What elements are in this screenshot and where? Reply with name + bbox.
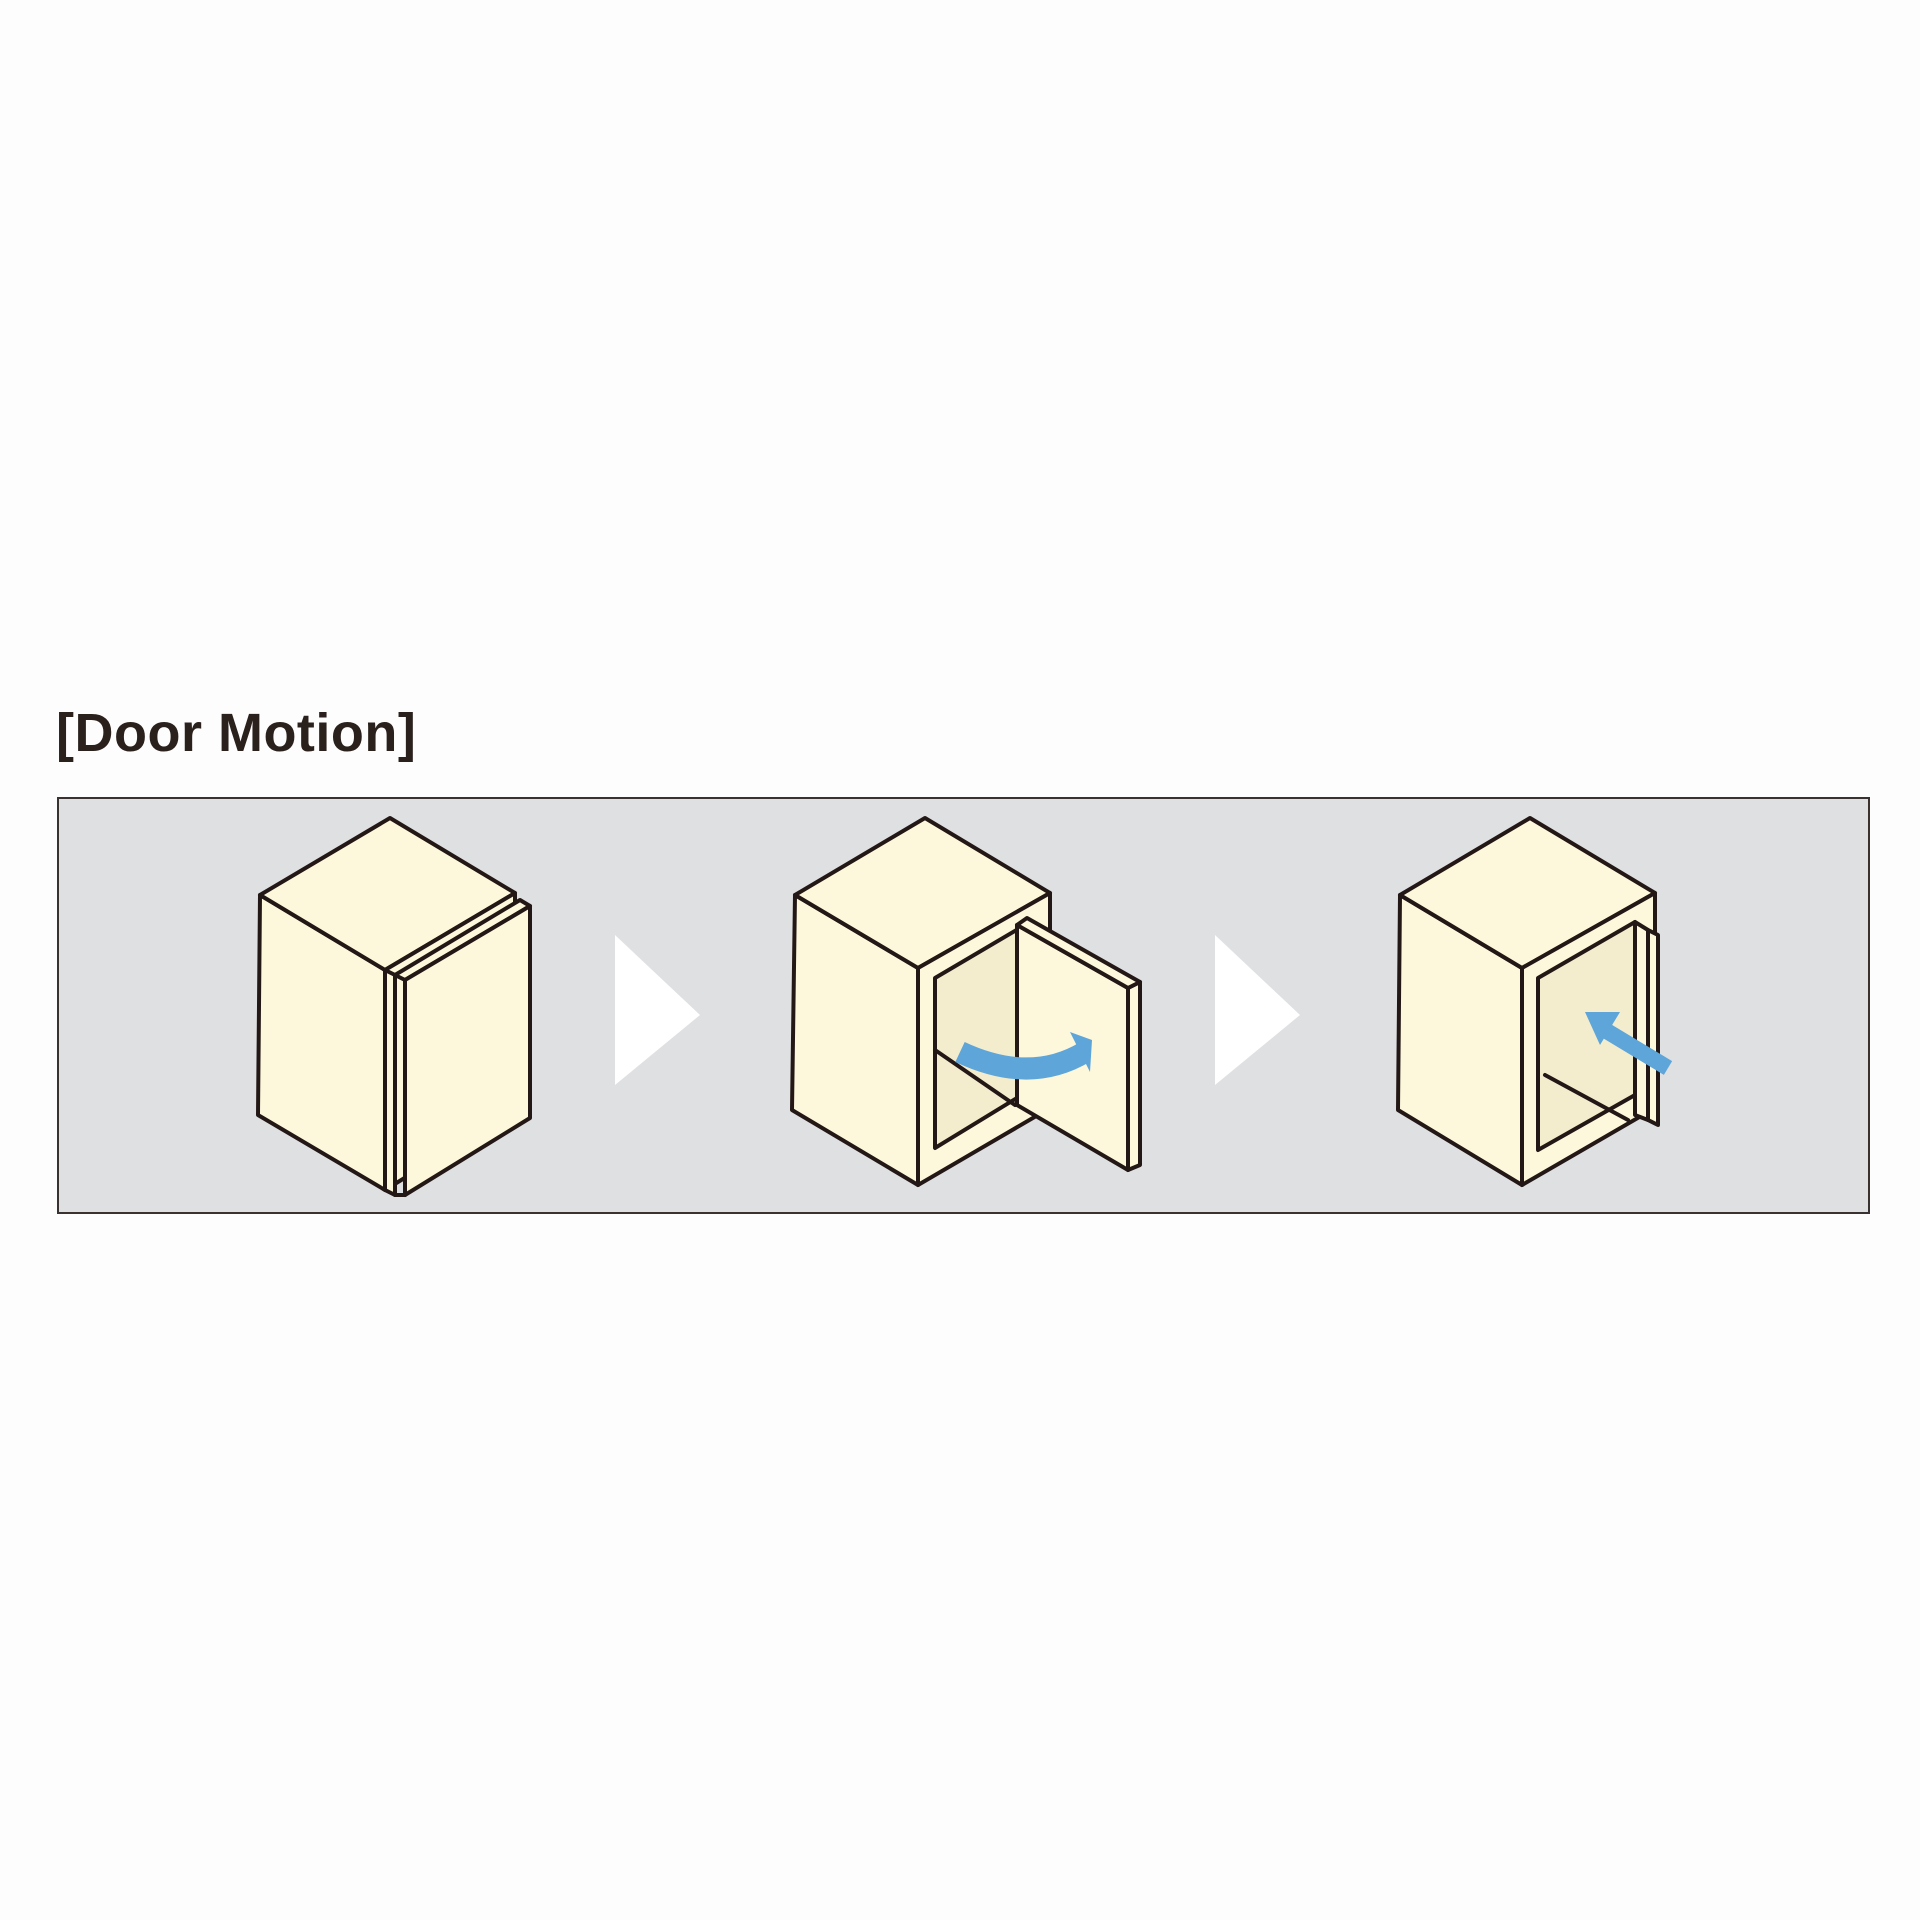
door-edge — [1126, 980, 1142, 1172]
diagram-title: [Door Motion] — [56, 703, 417, 763]
door-edge — [383, 968, 397, 1197]
cabinet-door-open-icon — [790, 816, 1142, 1187]
interior-edge — [1543, 1073, 1630, 1122]
swing-arrowhead — [1070, 1032, 1092, 1072]
cabinet-closed-icon — [256, 816, 532, 1197]
interior-edge — [933, 1048, 1017, 1107]
swing-arrow-icon — [955, 1041, 1091, 1080]
step-arrow-icon — [1215, 935, 1300, 1085]
step-arrow-icon — [615, 935, 700, 1085]
door-edge — [1646, 928, 1660, 1127]
door-top-edge — [1015, 916, 1142, 990]
slide-arrow-icon — [1600, 1023, 1673, 1075]
cabinet-door-retracted-icon — [1396, 816, 1673, 1187]
slide-arrowhead — [1585, 1012, 1620, 1045]
door-panel-closed — [403, 904, 532, 1197]
